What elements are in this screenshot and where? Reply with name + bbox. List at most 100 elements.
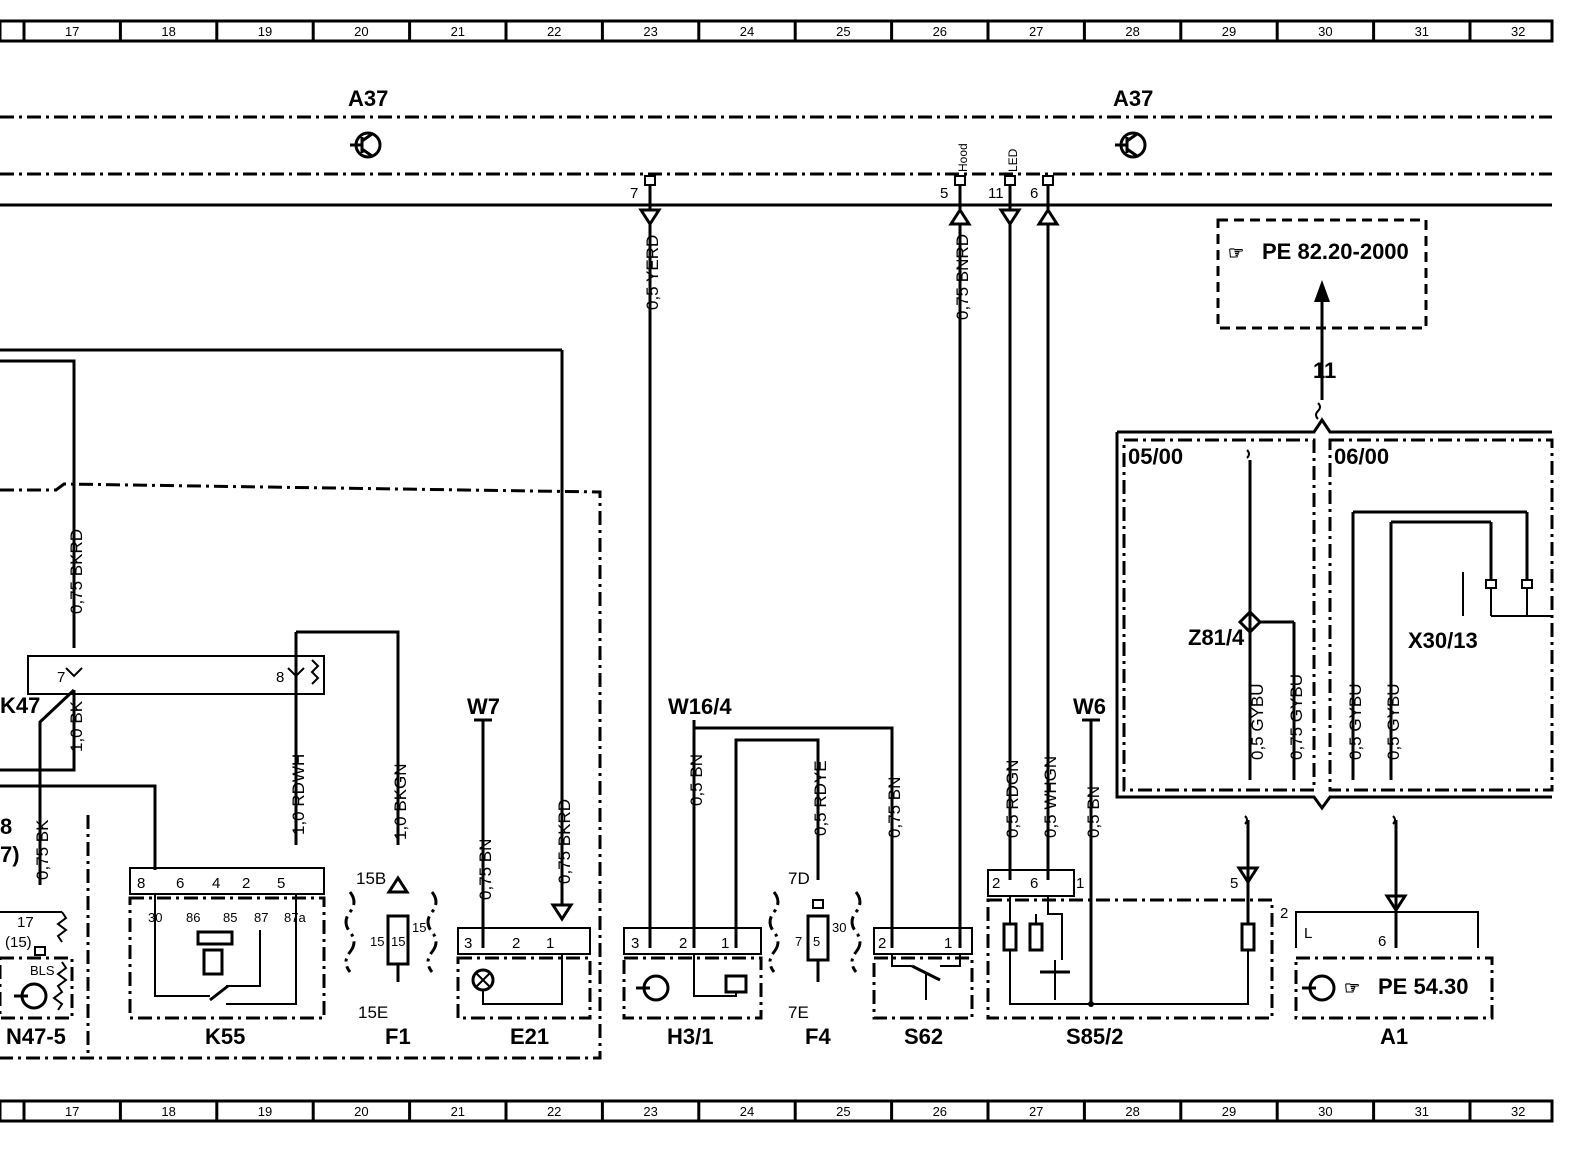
wire-rdgn-label: 0,5 RDGN xyxy=(1003,760,1022,838)
h3-1-label: H3/1 xyxy=(667,1024,713,1049)
s85-pin-2: 2 xyxy=(992,875,1000,892)
a37-bus: A37 A37 xyxy=(0,86,1552,207)
wire-whgn-label: 0,5 WHGN xyxy=(1041,756,1060,838)
k55-component: 8 6 4 2 5 30 86 85 87 87a K55 xyxy=(128,867,326,1049)
wire-bn-h31-label: 0,5 BN xyxy=(687,754,706,806)
f4-pin-5: 5 xyxy=(813,934,820,949)
f1-label: F1 xyxy=(385,1024,411,1049)
f4-pin-30: 30 xyxy=(832,920,846,935)
k55-pin-6: 6 xyxy=(176,875,184,892)
ruler-cell-label: 22 xyxy=(547,24,561,39)
a1-pin-l: L xyxy=(1304,925,1312,942)
pe-8220-label: PE 82.20-2000 xyxy=(1262,239,1409,264)
a1-pin-6: 6 xyxy=(1378,933,1386,950)
e21-pin-3: 3 xyxy=(464,935,472,952)
wire-bkrd-top-label: 0,75 BKRD xyxy=(67,529,86,614)
e21-component: W7 0,75 BN 3 2 1 E21 xyxy=(456,694,592,1049)
ruler-cell-label: 24 xyxy=(740,1104,754,1119)
ruler-cell-label: 20 xyxy=(354,1104,368,1119)
ruler-cell-label: 29 xyxy=(1222,1104,1236,1119)
a37-left-symbol-icon xyxy=(350,131,382,159)
left-fragment-7: 7) xyxy=(0,842,20,867)
e21-pin-1: 1 xyxy=(546,935,554,952)
e21-label: E21 xyxy=(510,1024,549,1049)
k55-pin-4: 4 xyxy=(212,875,220,892)
pin-11-label: 11 xyxy=(988,185,1004,202)
wire-gybu-1-label: 0,5 GYBU xyxy=(1248,683,1267,760)
h31-pin-2: 2 xyxy=(679,935,687,952)
ruler-cell-label: 19 xyxy=(258,1104,272,1119)
ruler-cell-label: 26 xyxy=(933,1104,947,1119)
f1-15b-label: 15B xyxy=(356,869,386,888)
ruler-cell-label: 20 xyxy=(354,24,368,39)
n47-pin-17: 17 xyxy=(17,914,34,931)
h3-1-component: W16/4 0,5 BN 0,5 RDYE 0,75 BN 3 2 1 H3/1 xyxy=(622,694,904,1049)
f4-7d-label: 7D xyxy=(788,869,810,888)
ruler-cell-label: 31 xyxy=(1415,1104,1429,1119)
f1-15-right: 15 xyxy=(412,920,426,935)
wire-bnrd-label: 0,75 BNRD xyxy=(953,234,972,320)
w6-label: W6 xyxy=(1073,694,1106,719)
wire-rdwh-label: 1,0 RDWH xyxy=(289,754,308,835)
k47-area: 0,75 BKRD 0,75 BKRD 7 8 K47 1,0 BK 0,75 … xyxy=(0,348,602,1060)
ruler-cell-label: 19 xyxy=(258,24,272,39)
a37-right-label: A37 xyxy=(1113,86,1153,111)
w7-label: W7 xyxy=(467,694,500,719)
ruler-cell-label: 18 xyxy=(161,1104,175,1119)
k55-term-87: 87 xyxy=(254,910,268,925)
ruler-cell-label: 30 xyxy=(1318,24,1332,39)
s62-label: S62 xyxy=(904,1024,943,1049)
f1-15-left: 15 xyxy=(370,934,384,949)
k55-term-85: 85 xyxy=(223,910,237,925)
wire-gybu-3-label: 0,5 GYBU xyxy=(1346,683,1365,760)
left-fragment-8: 8 xyxy=(0,814,12,839)
s85-pin-6: 6 xyxy=(1030,875,1038,892)
ruler-cell-label: 31 xyxy=(1415,24,1429,39)
pin-5-label: 5 xyxy=(940,185,948,202)
s85-2-component: W6 0,5 RDGN 0,5 WHGN 0,5 BN 2 6 1 5 2 S8… xyxy=(986,694,1288,1049)
n47-pin-15: (15) xyxy=(5,934,32,951)
a1-component: L 6 ☞ PE 54.30 A1 xyxy=(1294,815,1494,1049)
ruler-cell-label: 26 xyxy=(933,24,947,39)
wire-bk-075-label: 0,75 BK xyxy=(33,819,52,880)
wire-yerd-label: 0,5 YERD xyxy=(643,235,662,310)
n47-5-component: 17 (15) BLS N47-5 xyxy=(0,815,90,1058)
pin-6-label: 6 xyxy=(1030,185,1038,202)
wire-bkgn-label: 1,0 BKGN xyxy=(391,763,410,840)
h31-pin-3: 3 xyxy=(631,935,639,952)
s62-pin-1: 1 xyxy=(944,935,952,952)
led-label: LED xyxy=(1006,148,1020,172)
a1-pointer-hand-icon: ☞ xyxy=(1344,978,1360,998)
k47-label: K47 xyxy=(0,693,40,718)
ruler-cell-label: 30 xyxy=(1318,1104,1332,1119)
pe-8220-reference: ☞ PE 82.20-2000 11 xyxy=(1216,218,1428,420)
ruler-cell-label: 28 xyxy=(1125,1104,1139,1119)
e21-pin-2: 2 xyxy=(512,935,520,952)
ruler-cell-label: 18 xyxy=(161,24,175,39)
ruler-cell-label: 23 xyxy=(643,1104,657,1119)
ruler-cell-label: 29 xyxy=(1222,24,1236,39)
k47-pin-7: 7 xyxy=(57,669,65,686)
k55-label: K55 xyxy=(205,1024,245,1049)
ruler-cell-label: 27 xyxy=(1029,1104,1043,1119)
wire-bn-w6-label: 0,5 BN xyxy=(1084,786,1103,838)
s85-pin-5: 5 xyxy=(1230,875,1238,892)
date-0500-label: 05/00 xyxy=(1128,444,1183,469)
f4-label: F4 xyxy=(805,1024,831,1049)
s62-pin-2: 2 xyxy=(878,935,886,952)
ruler-cell-label: 21 xyxy=(451,1104,465,1119)
ruler-cell-label: 21 xyxy=(451,24,465,39)
pin-7-label: 7 xyxy=(630,185,638,202)
a1-label: A1 xyxy=(1380,1024,1408,1049)
bus-wires: 0,5 YERD 0,75 BNRD xyxy=(643,224,1050,948)
a37-left-label: A37 xyxy=(348,86,388,111)
f1-15e-label: 15E xyxy=(358,1003,388,1022)
pe-5430-label: PE 54.30 xyxy=(1378,974,1469,999)
ruler-cell-label: 22 xyxy=(547,1104,561,1119)
s85-2-label: S85/2 xyxy=(1066,1024,1124,1049)
f4-pin-7: 7 xyxy=(795,934,802,949)
wire-bkrd-e21-label: 0,75 BKRD xyxy=(555,799,574,884)
wire-gybu-2-label: 0,75 GYBU xyxy=(1287,674,1306,760)
